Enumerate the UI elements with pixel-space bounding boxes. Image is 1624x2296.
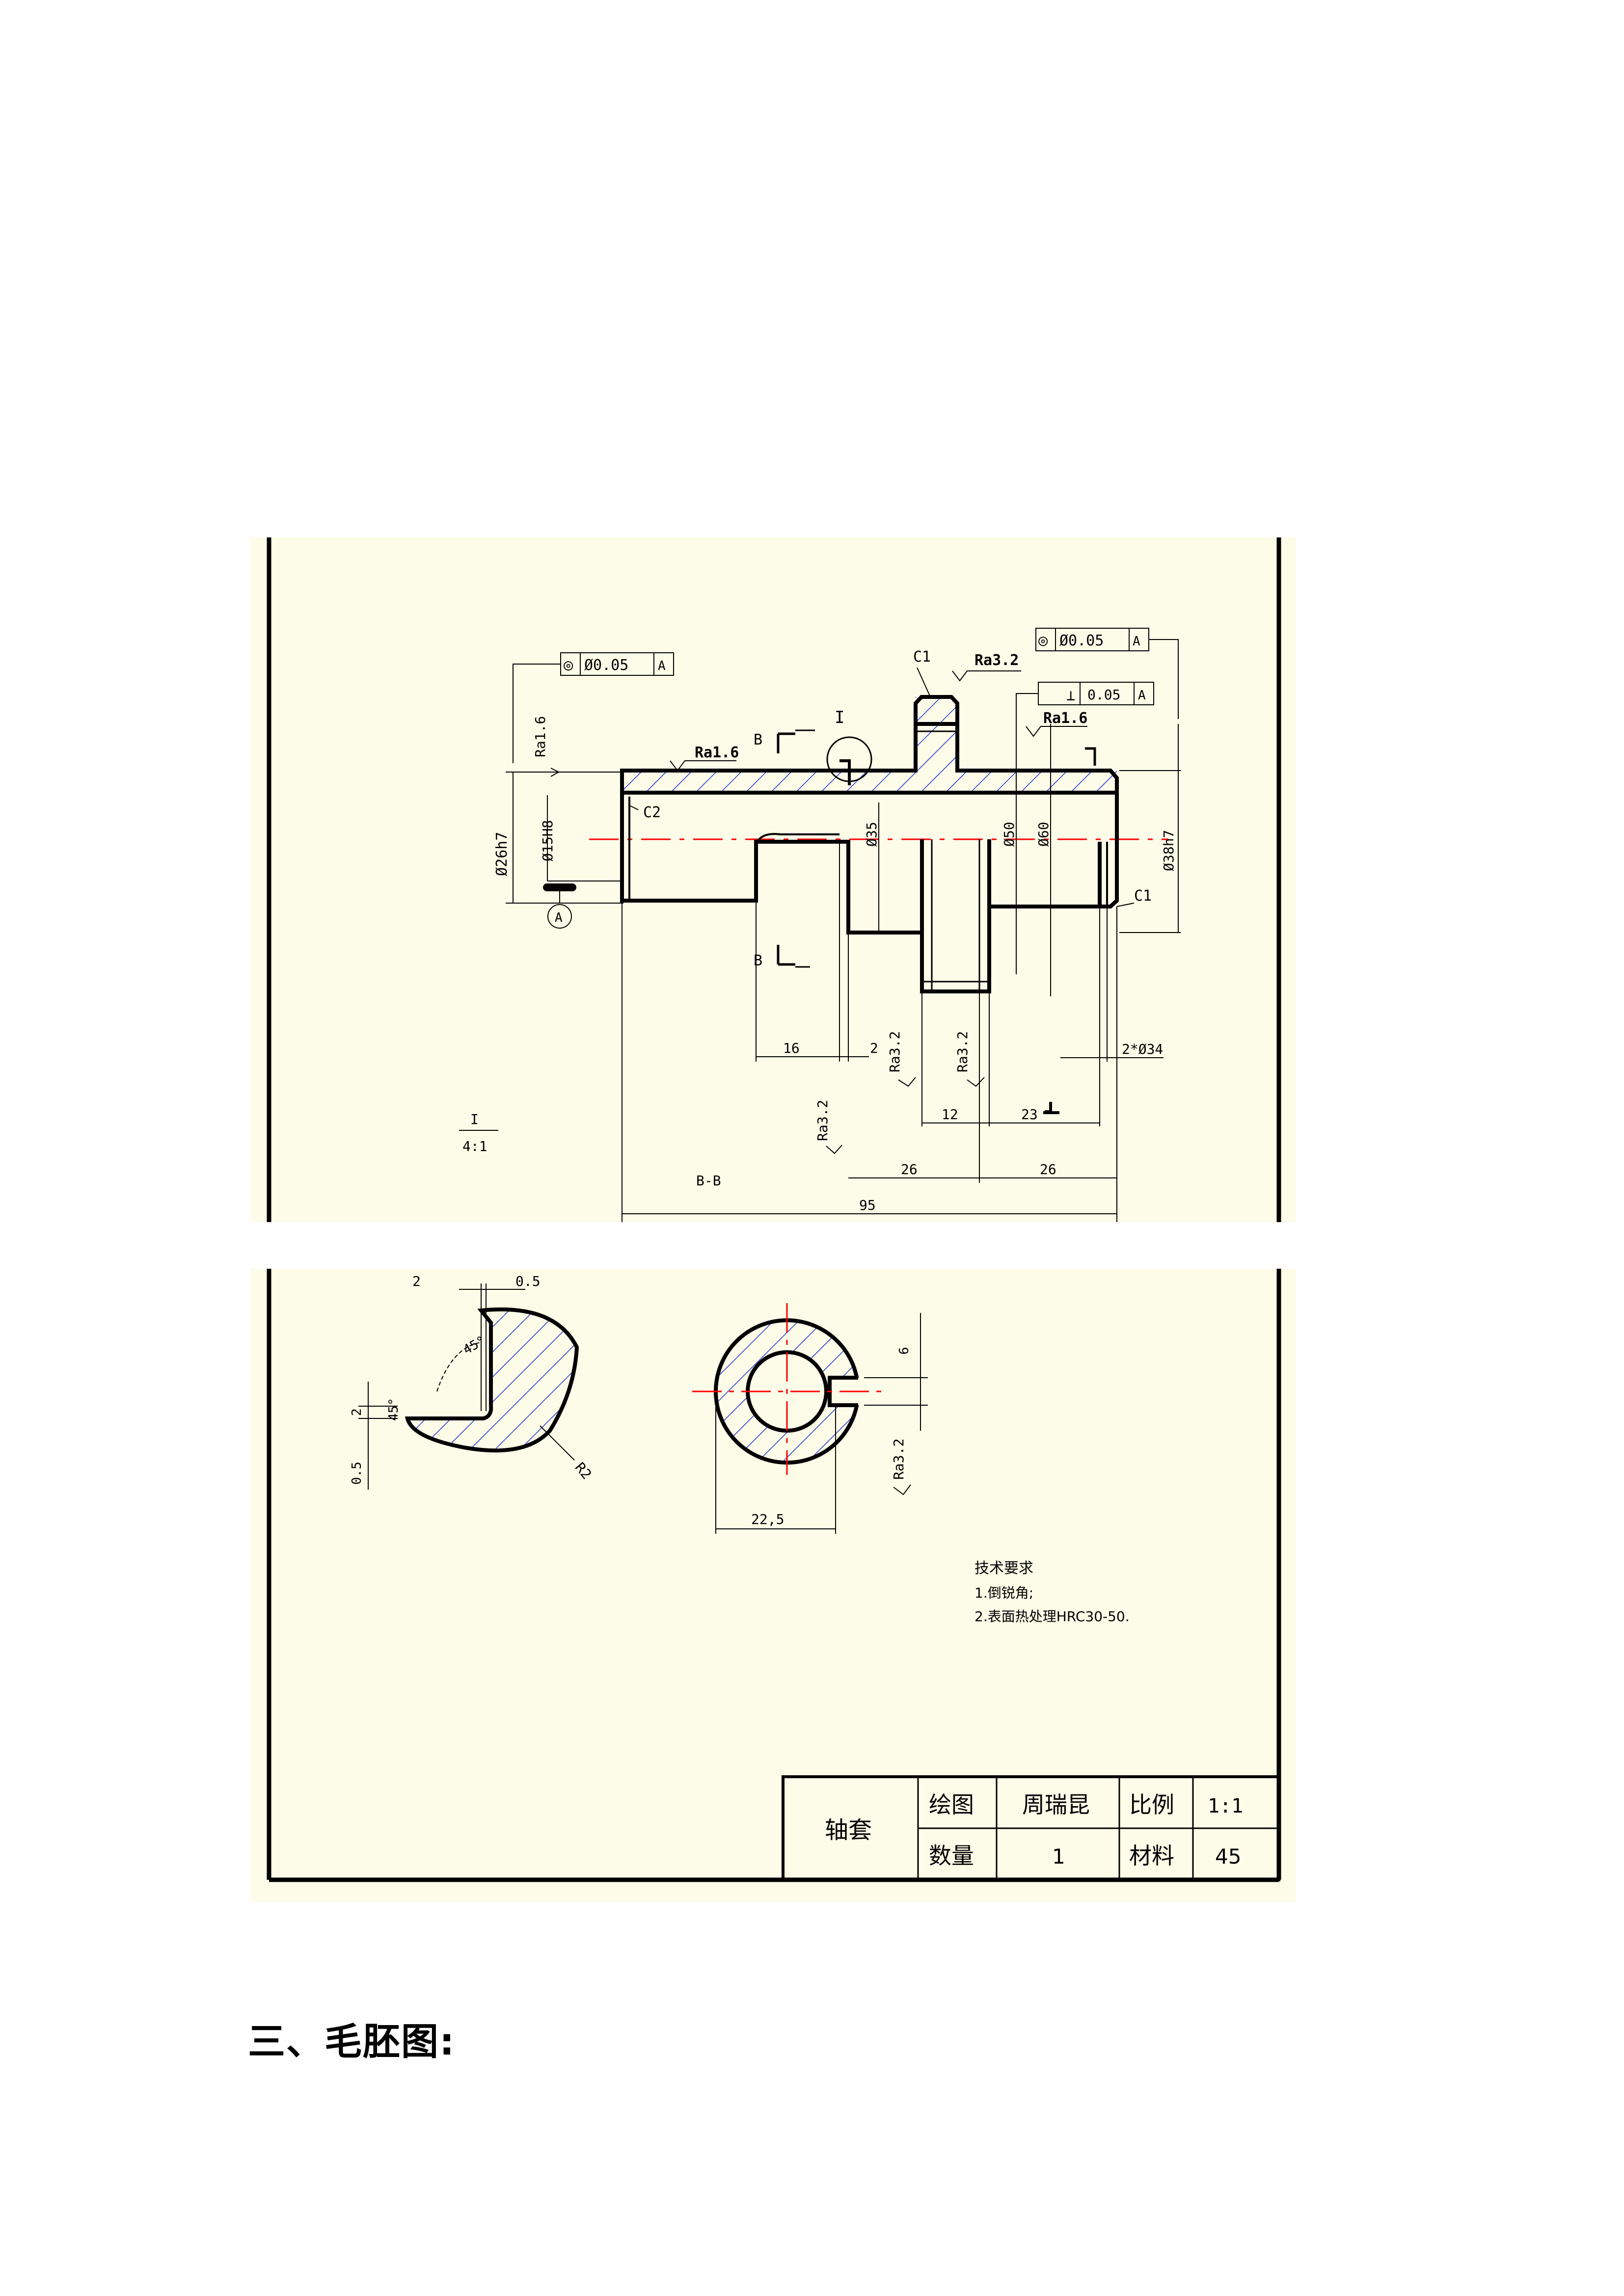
svg-text:Ø0.05: Ø0.05	[584, 657, 628, 674]
scale-label: 比例	[1129, 1791, 1174, 1818]
svg-text:A: A	[1133, 634, 1140, 649]
material-label: 材料	[1129, 1842, 1174, 1869]
section-heading: 三、毛胚图:	[248, 2020, 456, 2063]
svg-text:Ra3.2: Ra3.2	[954, 1031, 971, 1072]
roughness-ra32-groove-b: Ra3.2	[954, 1031, 985, 1087]
dim-dia-60: Ø60	[1035, 822, 1052, 847]
svg-text:Ra3.2: Ra3.2	[814, 1100, 831, 1141]
detail-views-svg: 2 0.5 45° 2 45° 0.5 R2 6 Ra3.2 22,5 技术要求…	[267, 1269, 1281, 1882]
svg-text:⊥: ⊥	[1066, 687, 1075, 704]
main-view-svg: I B B C1 C2 C1 ◎ Ø0.05 A ◎ Ø0.05 A ⊥ 0.0…	[267, 537, 1281, 1222]
svg-text:Ra3.2: Ra3.2	[974, 652, 1019, 669]
roughness-ra32-bottom: Ra3.2	[814, 1100, 842, 1154]
dim-groove-2x34: 2*Ø34	[1122, 1041, 1163, 1057]
svg-text:Ra1.6: Ra1.6	[695, 744, 739, 761]
svg-text:R2: R2	[572, 1459, 595, 1482]
section-b-bottom-label: B	[754, 952, 762, 969]
scale-value: 1:1	[1208, 1795, 1243, 1817]
svg-text:Ra1.6: Ra1.6	[1043, 710, 1087, 727]
section-view-label: B-B	[696, 1173, 721, 1189]
drawn-label: 绘图	[929, 1791, 974, 1818]
dim-dia-38h7: Ø38h7	[1161, 830, 1177, 871]
svg-text:A: A	[1138, 688, 1146, 703]
dim-len-16: 16	[783, 1040, 800, 1056]
notes-item-1: 1.倒锐角;	[974, 1585, 1033, 1601]
tolerance-frame-perpendicular: ⊥ 0.05 A	[1016, 682, 1154, 724]
chamfer-c1-top-label: C1	[913, 648, 931, 666]
roughness-ra32-top: Ra3.2	[952, 652, 1021, 682]
svg-text:Ø0.05: Ø0.05	[1059, 632, 1104, 649]
drawing-sheet-upper: I B B C1 C2 C1 ◎ Ø0.05 A ◎ Ø0.05 A ⊥ 0.0…	[250, 537, 1296, 1222]
datum-a-circle	[547, 904, 572, 929]
detail-marker-label: I	[835, 708, 844, 727]
technical-notes: 技术要求 1.倒锐角; 2.表面热处理HRC30-50.	[974, 1560, 1130, 1625]
tolerance-frame-left: ◎ Ø0.05 A	[513, 652, 674, 763]
svg-text:45°: 45°	[461, 1334, 488, 1358]
drawing-sheet-lower: 2 0.5 45° 2 45° 0.5 R2 6 Ra3.2 22,5 技术要求…	[250, 1269, 1296, 1902]
roughness-ra16-left: Ra1.6	[532, 716, 560, 777]
svg-text:45°: 45°	[386, 1398, 401, 1421]
svg-text:Ra3.2: Ra3.2	[887, 1031, 903, 1072]
svg-text:◎: ◎	[1038, 631, 1048, 649]
tolerance-frame-right: ◎ Ø0.05 A	[1035, 628, 1179, 719]
svg-text:0.05: 0.05	[1087, 687, 1120, 703]
detail-label: I	[470, 1111, 479, 1127]
dim-len-23: 23	[1021, 1106, 1038, 1122]
material-value: 45	[1215, 1844, 1241, 1869]
notes-title: 技术要求	[974, 1560, 1033, 1577]
dim-len-95: 95	[859, 1197, 876, 1213]
part-name: 轴套	[825, 1816, 872, 1844]
upper-hatch	[622, 697, 1117, 793]
svg-text:Ra1.6: Ra1.6	[532, 716, 548, 757]
chamfer-c1-right-label: C1	[1134, 887, 1152, 905]
section-bb-view: 6 Ra3.2 22,5	[692, 1303, 928, 1534]
shaft-outline	[620, 695, 1119, 993]
drawn-by: 周瑞昆	[1022, 1791, 1090, 1818]
detail-circle	[826, 736, 872, 782]
detail-scale-label: 4:1	[462, 1138, 487, 1154]
datum-bar	[543, 883, 576, 891]
roughness-ra16-right: Ra1.6	[1026, 710, 1087, 737]
title-block: 轴套 绘图 周瑞昆 比例 1:1 数量 1 材料 45	[782, 1775, 1280, 1881]
svg-text:Ra3.2: Ra3.2	[891, 1439, 907, 1480]
qty-label: 数量	[929, 1842, 974, 1869]
dim-len-26-b: 26	[1040, 1161, 1056, 1177]
qty-value: 1	[1052, 1844, 1065, 1869]
dim-len-2: 2	[870, 1040, 878, 1056]
roughness-ra16-top: Ra1.6	[670, 744, 739, 772]
dim-len-26-a: 26	[901, 1161, 918, 1177]
svg-text:6: 6	[897, 1347, 912, 1355]
svg-text:A: A	[658, 659, 666, 673]
svg-text:2: 2	[412, 1273, 421, 1289]
svg-text:0.5: 0.5	[515, 1273, 541, 1289]
dim-dia-26h7: Ø26h7	[493, 832, 511, 876]
datum-a-label: A	[555, 910, 563, 925]
detail-i-view: 2 0.5 45° 2 45° 0.5 R2	[350, 1273, 595, 1490]
dim-dia-15h8: Ø15H8	[540, 820, 556, 861]
dim-len-12: 12	[942, 1106, 958, 1122]
chamfer-c2-label: C2	[643, 804, 661, 821]
dim-dia-35: Ø35	[864, 822, 880, 847]
svg-text:0.5: 0.5	[350, 1462, 364, 1485]
section-b-top-label: B	[754, 731, 762, 748]
svg-text:◎: ◎	[564, 655, 573, 674]
dim-dia-50: Ø50	[1001, 822, 1017, 847]
notes-item-2: 2.表面热处理HRC30-50.	[974, 1608, 1130, 1625]
roughness-ra32-groove-a: Ra3.2	[887, 1031, 916, 1087]
svg-text:2: 2	[350, 1408, 364, 1416]
svg-text:22,5: 22,5	[751, 1511, 784, 1527]
